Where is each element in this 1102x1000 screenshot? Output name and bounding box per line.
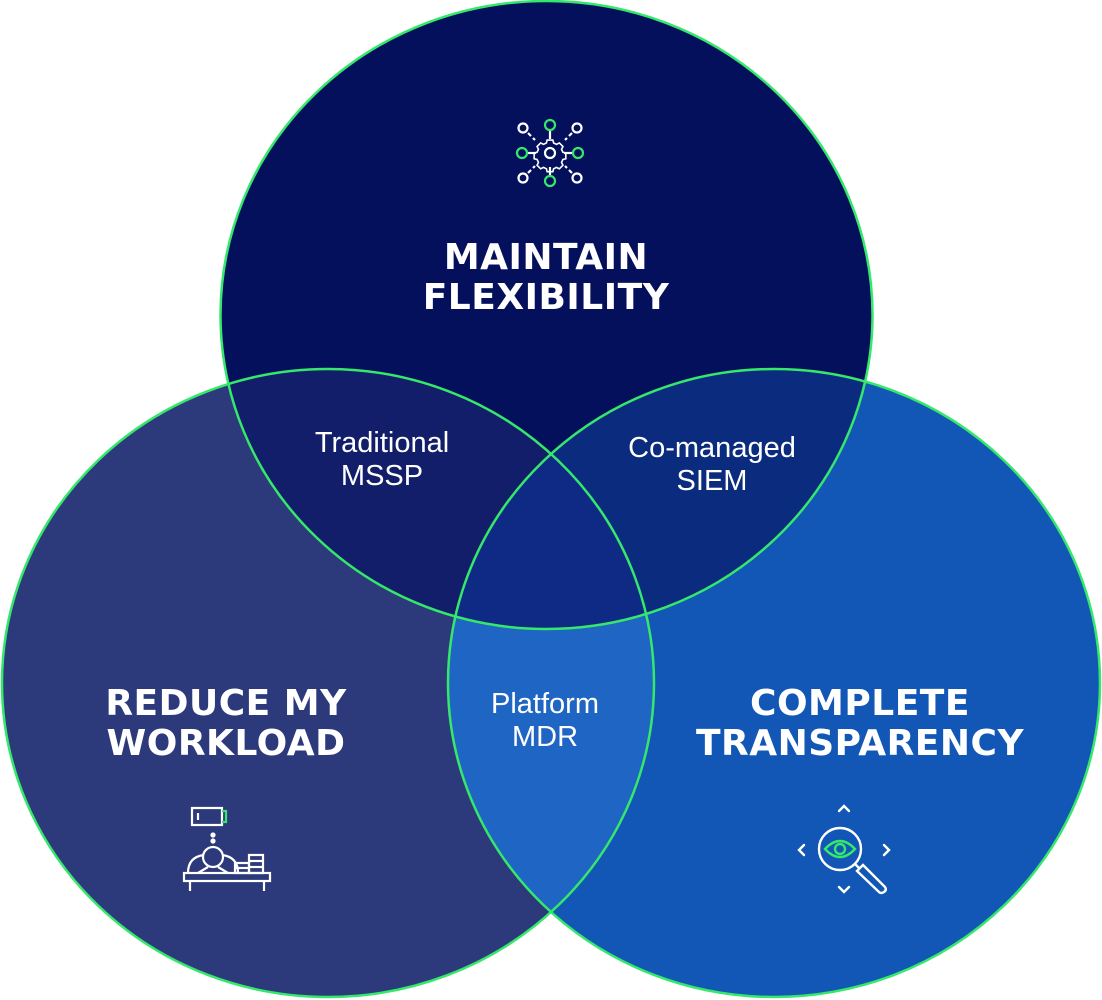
outline-right: [446, 367, 1102, 999]
title-complete-transparency-line2: TRANSPARENCY: [695, 723, 1025, 764]
label-platform-mdr-line2: MDR: [511, 721, 579, 753]
title-complete-transparency: COMPLETE TRANSPARENCY: [680, 684, 1040, 764]
title-maintain-flexibility-line1: MAINTAIN: [443, 237, 649, 278]
outline-left: [0, 367, 656, 999]
tired-worker-low-battery-icon: [182, 806, 272, 891]
title-reduce-workload-line2: WORKLOAD: [106, 723, 346, 764]
title-reduce-workload: REDUCE MY WORKLOAD: [76, 684, 376, 764]
magnifier-eye-icon: [797, 804, 891, 895]
label-traditional-mssp: Traditional MSSP: [282, 427, 482, 493]
label-platform-mdr: Platform MDR: [445, 688, 645, 754]
outline-top: [219, 0, 874, 631]
label-traditional-mssp-line2: MSSP: [340, 460, 424, 492]
label-co-managed-siem-line1: Co-managed: [628, 432, 796, 464]
title-complete-transparency-line1: COMPLETE: [750, 683, 970, 724]
label-platform-mdr-line1: Platform: [491, 688, 599, 720]
title-maintain-flexibility-line2: FLEXIBILITY: [422, 277, 670, 318]
label-traditional-mssp-line1: Traditional: [314, 427, 450, 459]
title-reduce-workload-line1: REDUCE MY: [105, 683, 347, 724]
label-co-managed-siem: Co-managed SIEM: [612, 432, 812, 498]
label-co-managed-siem-line2: SIEM: [676, 465, 748, 497]
title-maintain-flexibility: MAINTAIN FLEXIBILITY: [396, 238, 696, 318]
network-gear-icon: [515, 118, 585, 188]
